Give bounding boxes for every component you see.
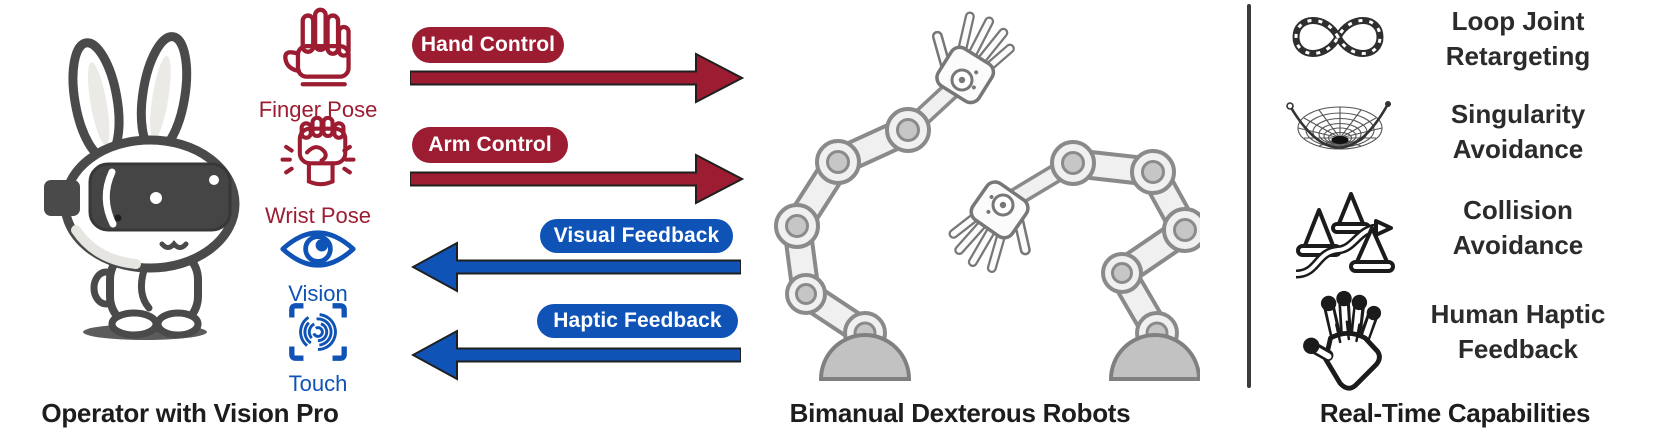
left-wrist-dot — [958, 76, 966, 84]
haptic-hand-icon — [1303, 290, 1382, 391]
robots-caption: Bimanual Dexterous Robots — [789, 398, 1131, 428]
traffic-cones-icon — [1295, 192, 1395, 279]
sense-item-touch: Touch — [248, 300, 388, 397]
eye-icon — [280, 230, 356, 268]
sense-label: Touch — [288, 371, 348, 396]
hand-control-arrow — [410, 52, 744, 104]
right-robot-base — [1108, 333, 1200, 381]
bunny-mouth — [159, 240, 189, 250]
sense-item-vision: Vision — [248, 226, 388, 307]
bunny-arm — [137, 266, 153, 312]
hand-control-pill: Hand Control — [412, 27, 564, 63]
right-wrist-dot — [999, 201, 1007, 209]
bunny-foot — [108, 309, 160, 339]
vr-bunny-illustration — [44, 32, 240, 340]
sense-label: Vision — [288, 281, 348, 306]
operator-caption: Operator with Vision Pro — [41, 398, 339, 428]
capability-label-singularity: Singularity Avoidance — [1450, 99, 1586, 164]
haptic-feedback-pill: Haptic Feedback — [537, 304, 738, 338]
vr-headset — [44, 162, 232, 232]
left-robot-base — [818, 333, 912, 381]
sense-item-finger-pose: Finger Pose — [248, 6, 388, 123]
haptic-feedback-arrow — [411, 329, 741, 381]
robot-arms-illustration — [774, 11, 1200, 381]
section-divider — [1247, 4, 1251, 388]
robot-joints — [774, 107, 1200, 355]
sense-label: Wrist Pose — [265, 203, 371, 228]
sense-item-wrist-pose: Wrist Pose — [248, 115, 388, 229]
open-hand-icon — [283, 7, 351, 87]
capability-label-loop-joint: Loop Joint Retargeting — [1445, 6, 1591, 71]
left-robot-hand — [931, 11, 1015, 105]
visual-feedback-arrow — [411, 241, 741, 293]
bunny-foot — [154, 309, 202, 339]
capability-label-collision: Collision Avoidance — [1452, 195, 1584, 260]
arm-control-arrow — [410, 153, 744, 205]
fingerprint-icon — [289, 303, 347, 361]
fist-icon — [280, 115, 356, 187]
visual-feedback-pill: Visual Feedback — [540, 219, 733, 253]
arm-control-pill: Arm Control — [412, 127, 568, 163]
chain-infinity-icon — [1292, 17, 1384, 57]
capability-label-human-haptic: Human Haptic Feedback — [1430, 299, 1606, 364]
singularity-funnel-icon — [1286, 101, 1391, 150]
capabilities-caption: Real-Time Capabilities — [1319, 398, 1591, 428]
